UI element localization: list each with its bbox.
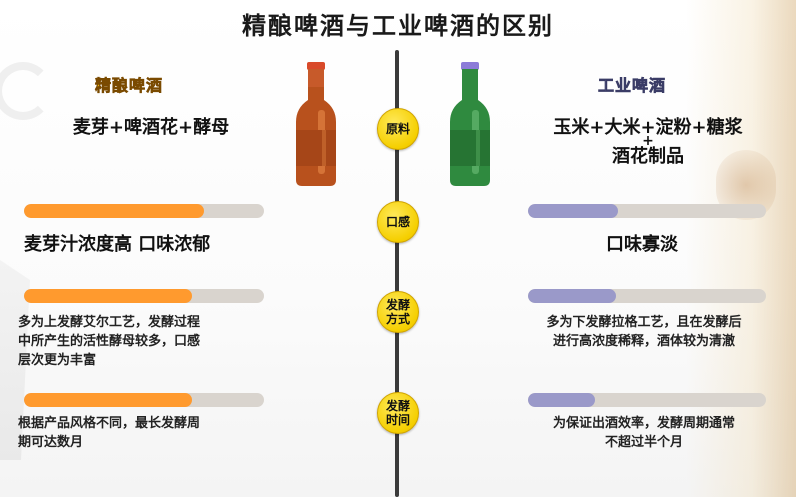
industrial-taste-text: 口味寡淡: [606, 234, 678, 255]
industrial-ingredients-line2: 酒花制品: [612, 146, 684, 167]
craft-method-text: 多为上发酵艾尔工艺，发酵过程 中所产生的活性酵母较多，口感 层次更为丰富: [18, 313, 288, 370]
craft-time-text: 根据产品风格不同，最长发酵周 期可达数月: [18, 414, 288, 452]
badge-taste-label: 口感: [385, 215, 410, 229]
industrial-method-text: 多为下发酵拉格工艺，且在发酵后 进行高浓度稀释，酒体较为清澈: [506, 313, 782, 351]
industrial-time-bar-fill: [528, 393, 595, 407]
badge-time-line1: 发酵: [385, 399, 410, 413]
industrial-ingredients-line1: 玉米+大米+淀粉+糖浆: [553, 117, 743, 138]
craft-method-bar-fill: [24, 289, 192, 303]
brown-beer-bottle-icon: [296, 62, 336, 186]
page-title: 精酿啤酒与工业啤酒的区别: [242, 12, 554, 40]
industrial-time-line2: 不超过半个月: [604, 435, 683, 450]
industrial-method-line2: 进行高浓度稀释，酒体较为清澈: [552, 334, 735, 349]
industrial-method-line1: 多为下发酵拉格工艺，且在发酵后: [546, 315, 742, 330]
industrial-ingredients-plus: +: [642, 133, 654, 149]
craft-method-line2: 中所产生的活性酵母较多，口感: [18, 334, 201, 349]
craft-taste-bar-fill: [24, 204, 204, 218]
craft-method-bar: [24, 289, 264, 303]
industrial-beer-heading: 工业啤酒: [598, 76, 667, 96]
craft-method-line3: 层次更为丰富: [18, 353, 97, 368]
craft-time-bar-fill: [24, 393, 192, 407]
badge-time-line2: 时间: [385, 413, 410, 427]
badge-fermentation-time: 发酵时间: [377, 392, 419, 434]
badge-fermentation-method: 发酵方式: [377, 291, 419, 333]
craft-time-bar: [24, 393, 264, 407]
green-beer-bottle-icon: [450, 62, 490, 186]
craft-method-line1: 多为上发酵艾尔工艺，发酵过程: [18, 315, 201, 330]
industrial-taste-bar-fill: [528, 204, 619, 218]
industrial-time-line1: 为保证出酒效率，发酵周期通常: [552, 416, 735, 431]
craft-ingredients: 麦芽+啤酒花+酵母: [72, 117, 230, 138]
badge-taste: 口感: [377, 201, 419, 243]
craft-time-line1: 根据产品风格不同，最长发酵周: [18, 416, 201, 431]
badge-method-line1: 发酵: [385, 298, 410, 312]
industrial-method-bar-fill: [528, 289, 617, 303]
badge-raw-material-label: 原料: [385, 122, 410, 136]
badge-fermentation-time-label: 发酵时间: [386, 399, 410, 427]
badge-fermentation-method-label: 发酵方式: [386, 298, 410, 326]
background-logo-mark: [0, 62, 52, 120]
craft-beer-heading: 精酿啤酒: [95, 76, 164, 96]
center-timeline: [395, 50, 399, 497]
industrial-time-text: 为保证出酒效率，发酵周期通常 不超过半个月: [506, 414, 782, 452]
craft-taste-text: 麦芽汁浓度高 口味浓郁: [24, 234, 211, 255]
badge-method-line2: 方式: [385, 312, 410, 326]
craft-taste-bar: [24, 204, 264, 218]
badge-raw-material: 原料: [377, 108, 419, 150]
beer-glass-background: [686, 0, 796, 497]
industrial-time-bar: [528, 393, 766, 407]
industrial-taste-bar: [528, 204, 766, 218]
industrial-method-bar: [528, 289, 766, 303]
craft-time-line2: 期可达数月: [18, 435, 84, 450]
